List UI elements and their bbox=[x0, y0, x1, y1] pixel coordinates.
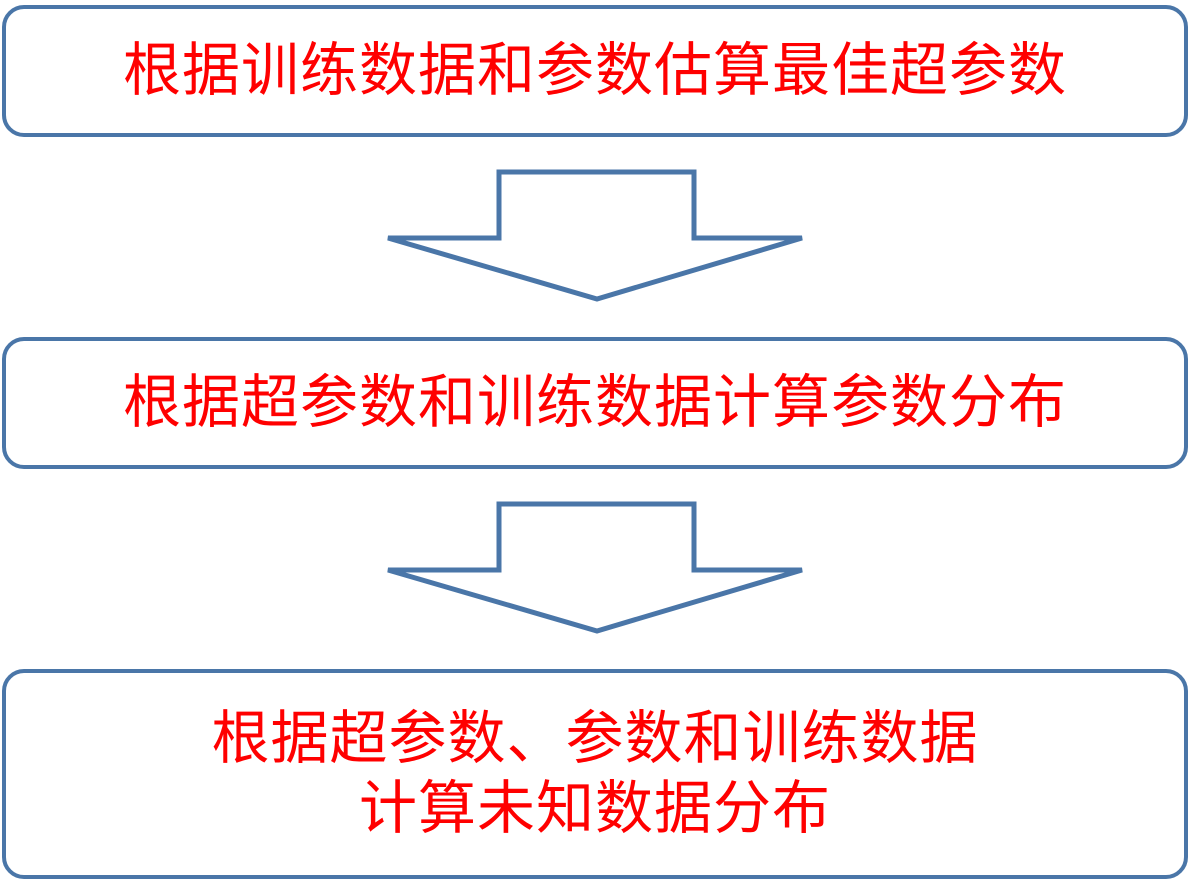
step-2-line-1: 根据超参数和训练数据计算参数分布 bbox=[122, 368, 1067, 437]
step-1-text: 根据训练数据和参数估算最佳超参数 bbox=[123, 36, 1067, 106]
step-2-box: 根据超参数和训练数据计算参数分布 bbox=[2, 337, 1188, 469]
arrow-2-shape bbox=[387, 501, 803, 634]
down-arrow-icon bbox=[387, 169, 803, 302]
step-2-text: 根据超参数和训练数据计算参数分布 bbox=[123, 368, 1067, 438]
step-3-box: 根据超参数、参数和训练数据 计算未知数据分布 bbox=[2, 669, 1188, 879]
down-arrow-icon bbox=[387, 501, 803, 634]
arrow-1-shape bbox=[387, 169, 803, 302]
step-3-line-2: 计算未知数据分布 bbox=[358, 774, 831, 842]
step-1-box: 根据训练数据和参数估算最佳超参数 bbox=[2, 5, 1188, 137]
step-1-line-1: 根据训练数据和参数估算最佳超参数 bbox=[122, 36, 1067, 105]
step-3-text: 根据超参数、参数和训练数据 计算未知数据分布 bbox=[211, 704, 978, 843]
step-3-line-1: 根据超参数、参数和训练数据 bbox=[211, 704, 979, 773]
